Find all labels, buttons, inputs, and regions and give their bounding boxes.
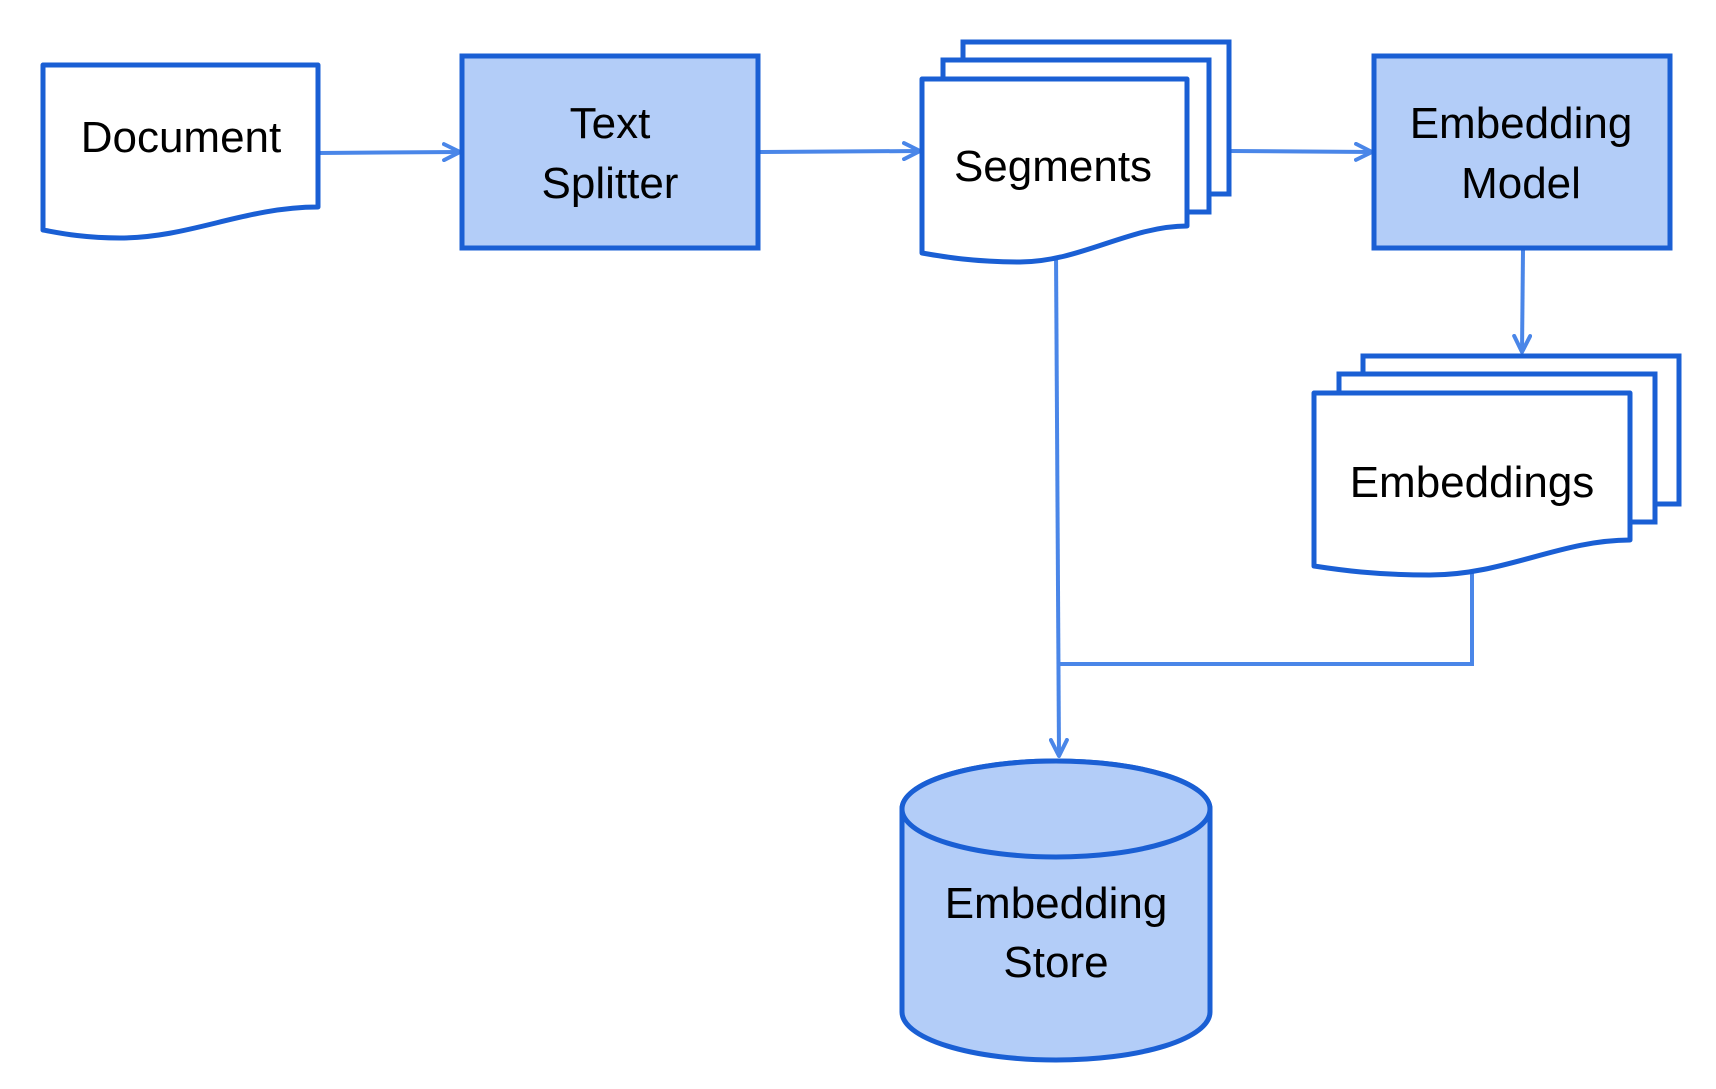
embeddings-node: Embeddings	[1311, 353, 1682, 578]
arrow-splitter-to-segments	[757, 141, 922, 162]
segments-node: Segments	[919, 39, 1232, 265]
arrow-segments-to-model	[1229, 141, 1374, 162]
embeddings-label: Embeddings	[1350, 458, 1595, 507]
arrow-model-to-embeddings	[1512, 249, 1533, 354]
connectors	[317, 141, 1533, 758]
embedding-model-node: Embedding Model	[1371, 53, 1673, 251]
document-label: Document	[81, 113, 282, 162]
arrow-document-to-splitter	[317, 142, 462, 163]
segments-front-page	[919, 76, 1190, 265]
connector-embeddings-to-store	[1057, 562, 1474, 666]
segments-label: Segments	[954, 142, 1152, 191]
embeddings-front-page	[1311, 390, 1633, 578]
text-splitter-label-line1: Text	[570, 99, 651, 148]
embedding-store-label-line1: Embedding	[945, 879, 1168, 928]
embedding-model-label-line2: Model	[1461, 159, 1581, 208]
document-shape	[40, 62, 321, 241]
document-node: Document	[40, 62, 321, 241]
text-splitter-label-line2: Splitter	[542, 159, 679, 208]
text-splitter-box	[459, 53, 761, 251]
text-splitter-node: Text Splitter	[459, 53, 761, 251]
embedding-store-label-line2: Store	[1003, 938, 1108, 987]
arrow-segments-to-store	[1048, 251, 1069, 758]
embedding-store-node: Embedding Store	[899, 758, 1213, 1063]
embedding-model-box	[1371, 53, 1673, 251]
embedding-store-top	[899, 758, 1213, 860]
embedding-model-label-line1: Embedding	[1410, 99, 1633, 148]
